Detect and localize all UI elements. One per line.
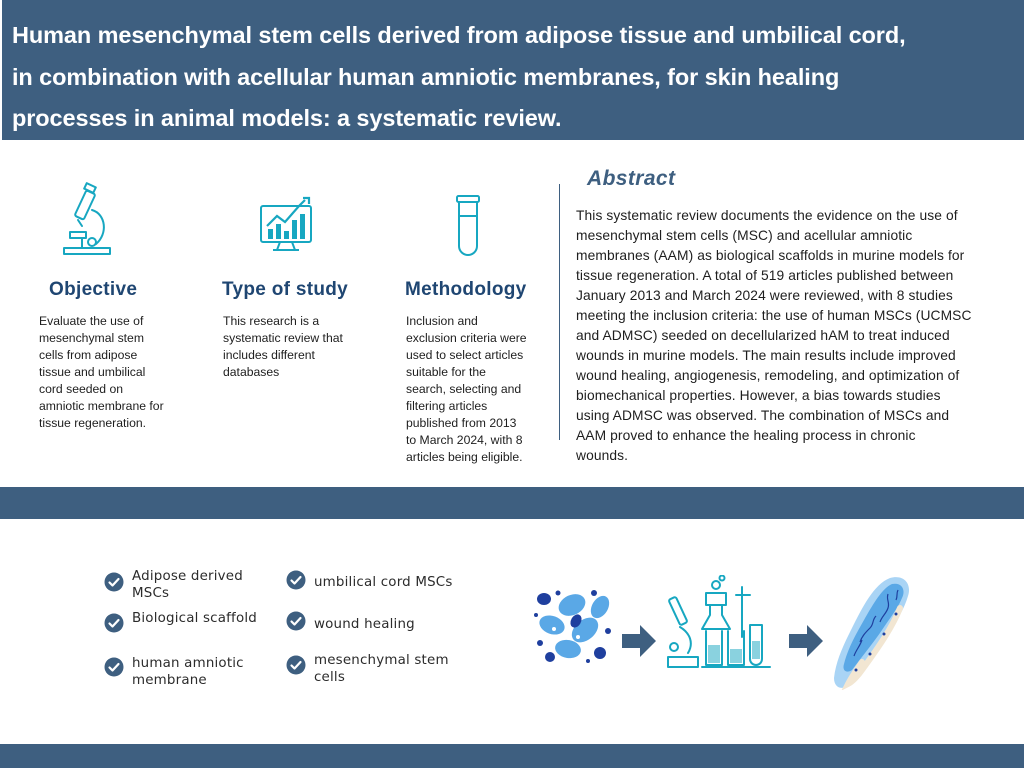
text-line: Evaluate the use of (39, 314, 144, 328)
text-line: tissue regeneration. (39, 416, 147, 430)
keyword-label: MSCs (132, 586, 170, 601)
abstract-line: wounds in murine models. The main result… (576, 348, 956, 363)
check-circle-icon (104, 572, 124, 592)
microscope-icon (63, 182, 111, 255)
keyword-label: human amniotic (132, 656, 244, 671)
text-line: articles being eligible. (406, 450, 523, 464)
objective-heading: Objective (49, 279, 138, 300)
abstract-line: biomechanical properties. However, a bia… (576, 388, 941, 403)
methodology-text: Inclusion and exclusion criteria were us… (406, 313, 527, 466)
text-line: used to select articles (406, 348, 524, 362)
abstract-line: using ADMSC was observed. The combinatio… (576, 408, 950, 423)
text-line: search, selecting and (406, 382, 522, 396)
text-line: filtering articles (406, 399, 488, 413)
title-line: Human mesenchymal stem cells derived fro… (12, 22, 906, 48)
keyword-label: membrane (132, 673, 207, 688)
text-line: mesenchymal stem (39, 331, 144, 345)
section-band (0, 487, 1024, 519)
arrow-right-icon (622, 625, 656, 657)
keyword-label: umbilical cord MSCs (314, 575, 453, 590)
abstract-line: This systematic review documents the evi… (576, 208, 958, 223)
abstract-line: tissue regeneration. A total of 519 arti… (576, 268, 954, 283)
vertical-divider (559, 184, 560, 440)
text-line: to March 2024, with 8 (406, 433, 523, 447)
text-line: suitable for the (406, 365, 486, 379)
abstract-body: This systematic review documents the evi… (576, 206, 972, 466)
text-line: includes different (223, 348, 315, 362)
text-line: databases (223, 365, 280, 379)
abstract-line: meeting the inclusion criteria: the use … (576, 308, 972, 323)
text-line: tissue and umbilical (39, 365, 146, 379)
skin-tissue-icon (834, 577, 910, 690)
keyword-label: wound healing (314, 617, 415, 632)
text-line: Inclusion and (406, 314, 478, 328)
abstract-line: mesenchymal stem cells (MSC) and acellul… (576, 228, 913, 243)
title-banner: Human mesenchymal stem cells derived fro… (2, 0, 1024, 140)
abstract-title: Abstract (587, 167, 676, 190)
abstract-line: and ADMSC) seeded on decellularized hAM … (576, 328, 950, 343)
text-line: cord seeded on (39, 382, 124, 396)
abstract-line: membranes (AAM) as biological scaffolds … (576, 248, 965, 263)
test-tube-icon (456, 195, 480, 256)
arrow-right-icon (789, 625, 823, 657)
type-of-study-heading: Type of study (222, 279, 348, 300)
keyword-label: Adipose derived (132, 569, 243, 584)
text-line: amniotic membrane for (39, 399, 164, 413)
text-line: published from 2013 (406, 416, 517, 430)
abstract-line: AAM proved to enhance the healing proces… (576, 428, 916, 443)
check-circle-icon (286, 655, 306, 675)
title-line: in combination with acellular human amni… (12, 63, 840, 90)
text-line: exclusion criteria were (406, 331, 527, 345)
chart-monitor-icon (260, 196, 312, 251)
title-line: processes in animal models: a systematic… (12, 105, 562, 131)
footer-band (0, 744, 1024, 768)
abstract-line: wound healing, angiogenesis, remodeling,… (576, 368, 960, 383)
text-line: This research is a (223, 314, 320, 328)
keyword-label: Biological scaffold (132, 611, 257, 626)
check-circle-icon (104, 613, 124, 633)
check-circle-icon (286, 570, 306, 590)
abstract-line: January 2013 and March 2024 were reviewe… (576, 288, 953, 303)
lab-equipment-icon (667, 575, 771, 668)
text-line: cells from adipose (39, 348, 138, 362)
keyword-label: mesenchymal stem (314, 653, 449, 668)
check-circle-icon (286, 611, 306, 631)
methodology-heading: Methodology (405, 279, 527, 300)
check-circle-icon (104, 657, 124, 677)
objective-text: Evaluate the use of mesenchymal stem cel… (39, 313, 164, 432)
type-of-study-text: This research is a systematic review tha… (223, 313, 343, 381)
cells-icon (534, 590, 611, 663)
abstract-line: wounds. (576, 448, 629, 463)
text-line: systematic review that (223, 331, 343, 345)
keyword-label: cells (314, 670, 346, 685)
